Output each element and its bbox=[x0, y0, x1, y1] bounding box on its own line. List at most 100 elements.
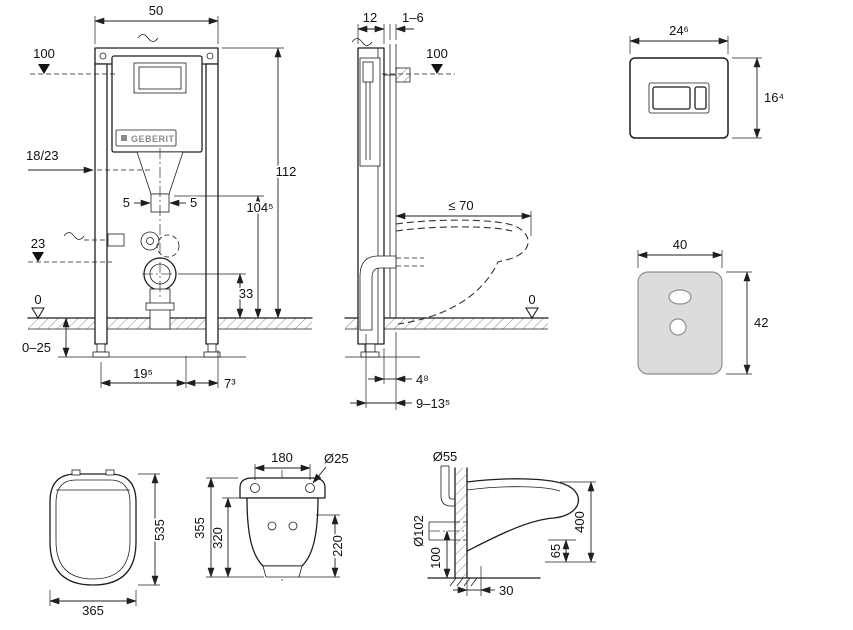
dim-30: 30 bbox=[453, 566, 515, 600]
foot-plate-left bbox=[92, 351, 110, 358]
dim-level-0-side: 0 bbox=[525, 290, 539, 319]
break-symbol bbox=[351, 38, 373, 46]
seat-seam-side bbox=[466, 486, 561, 492]
break-symbol bbox=[137, 34, 159, 42]
dim-label-19-5: 19⁵ bbox=[133, 366, 153, 381]
wall-bracket bbox=[395, 67, 411, 83]
dim-outlet-33: 33 bbox=[178, 273, 255, 319]
dim-65: 65 bbox=[546, 539, 576, 563]
dim-floor-0-25: 0–25 bbox=[20, 317, 70, 358]
drain-bend bbox=[359, 255, 397, 331]
side-view-dimensions: 12 1–6 100 ≤ 70 0 4⁸ bbox=[350, 8, 539, 413]
level-marker-open bbox=[525, 307, 539, 319]
dim-label-220: 220 bbox=[330, 535, 345, 557]
dim-width-50: 50 bbox=[94, 1, 219, 44]
dim-mat-height: 42 bbox=[726, 271, 770, 375]
brand-logo-square bbox=[121, 135, 127, 141]
supply-valve bbox=[107, 233, 125, 247]
foot-left bbox=[96, 343, 106, 353]
dim-height-104-5: 104⁵ bbox=[174, 195, 275, 319]
wall-section-hatch bbox=[455, 468, 467, 578]
crossbar-screw bbox=[99, 52, 107, 60]
fixing-hole-left bbox=[267, 521, 277, 531]
dim-level-100-side: 100 bbox=[382, 44, 455, 75]
dim-level-0: 0 bbox=[31, 290, 45, 319]
dim-supply-18-23: 18/23 bbox=[24, 146, 150, 174]
dim-label-5-right: 5 bbox=[190, 195, 197, 210]
foot-plate-side bbox=[360, 351, 380, 358]
dim-wall-1-6: 1–6 bbox=[389, 8, 425, 40]
dim-label-12: 12 bbox=[363, 10, 377, 25]
dim-drain-dia-102: Ø102 bbox=[409, 513, 428, 548]
dim-label-535: 535 bbox=[152, 519, 167, 541]
fixing-circle-dashed bbox=[156, 234, 180, 258]
dim-seat-width: 365 bbox=[49, 590, 137, 620]
dim-level-100: 100 bbox=[30, 44, 118, 75]
dim-label-max70: ≤ 70 bbox=[448, 198, 473, 213]
dim-label-0-25: 0–25 bbox=[22, 340, 51, 355]
frame-rail-left bbox=[94, 63, 108, 345]
foot-plate-right bbox=[203, 351, 221, 358]
dim-label-180: 180 bbox=[271, 450, 293, 465]
dim-label-9-13-5: 9–13⁵ bbox=[416, 396, 450, 411]
supply-connection-inner bbox=[146, 237, 154, 245]
dim-adjust-5-5: 5 5 bbox=[121, 193, 199, 212]
bowl-base bbox=[262, 565, 303, 578]
dim-label-23: 23 bbox=[31, 236, 45, 251]
hinge-hole-left bbox=[250, 483, 260, 493]
level-marker-filled bbox=[38, 64, 50, 74]
break-symbol bbox=[63, 232, 85, 240]
wc-side-view: Ø55 Ø102 100 65 400 30 bbox=[409, 447, 596, 600]
dim-label-24-6: 24⁶ bbox=[669, 23, 689, 38]
dim-label-5-left: 5 bbox=[123, 195, 130, 210]
dim-label-65: 65 bbox=[548, 544, 563, 558]
dim-mat-width: 40 bbox=[637, 235, 723, 268]
dim-label-1-6: 1–6 bbox=[402, 10, 424, 25]
ground-hatch-tick bbox=[456, 577, 464, 587]
dim-flush-dia-55: Ø55 bbox=[431, 447, 459, 466]
wc-pan-outline-dashed bbox=[395, 219, 529, 325]
dim-label-40: 40 bbox=[673, 237, 687, 252]
dim-pan-depth-70: ≤ 70 bbox=[395, 196, 532, 236]
dim-level-23: 23 bbox=[28, 234, 112, 263]
drain-coupling bbox=[145, 302, 175, 311]
flush-pipe-elbow bbox=[448, 495, 455, 500]
ground-hatch-tick bbox=[449, 577, 457, 587]
dim-plate-width: 24⁶ bbox=[629, 21, 729, 54]
seat-outline bbox=[49, 473, 137, 586]
dim-drain-9-13-5: 9–13⁵ bbox=[350, 334, 452, 413]
dim-label-100: 100 bbox=[426, 46, 448, 61]
dim-label-400: 400 bbox=[572, 511, 587, 533]
dim-label-33: 33 bbox=[239, 286, 253, 301]
flush-pipe-elbow bbox=[440, 495, 455, 507]
foot-right bbox=[207, 343, 217, 353]
bowl-front bbox=[246, 497, 319, 567]
dim-label-42: 42 bbox=[754, 315, 768, 330]
wc-front-view: 180 Ø25 355 320 220 bbox=[190, 448, 350, 584]
dim-label-4-8: 4⁸ bbox=[416, 372, 429, 387]
mat-hole-oval bbox=[668, 289, 692, 305]
dim-label-355: 355 bbox=[192, 517, 207, 539]
dim-plate-height: 16⁴ bbox=[732, 57, 786, 139]
dim-label-112: 112 bbox=[276, 164, 297, 179]
front-view-dimensions: 50 100 112 104⁵ 18/23 5 5 bbox=[20, 1, 298, 393]
brand-plate bbox=[115, 129, 177, 147]
hinge-right bbox=[105, 469, 115, 476]
dim-label-100: 100 bbox=[428, 547, 443, 569]
sound-mat-view: 40 42 bbox=[637, 235, 770, 375]
dim-height-112: 112 bbox=[222, 47, 298, 319]
dim-depth-12: 12 bbox=[357, 8, 385, 44]
dim-label-o102: Ø102 bbox=[411, 515, 426, 547]
wc-seat-line-dashed bbox=[395, 226, 513, 232]
dim-label-320: 320 bbox=[210, 527, 225, 549]
dim-bottom-19-5-and-7-3: 19⁵ 7³ bbox=[100, 350, 238, 393]
ground-hatch-tick bbox=[470, 577, 478, 587]
screed-hatch bbox=[345, 318, 548, 329]
inspection-opening-inner bbox=[138, 66, 182, 90]
dim-label-104-5: 104⁵ bbox=[246, 200, 273, 215]
dim-hinge-diameter: Ø25 bbox=[312, 449, 350, 484]
wc-top-view: 535 365 bbox=[49, 469, 169, 620]
dim-drain-height-100: 100 bbox=[426, 530, 451, 579]
level-marker-filled bbox=[431, 64, 443, 74]
fixing-hole-right bbox=[288, 521, 298, 531]
